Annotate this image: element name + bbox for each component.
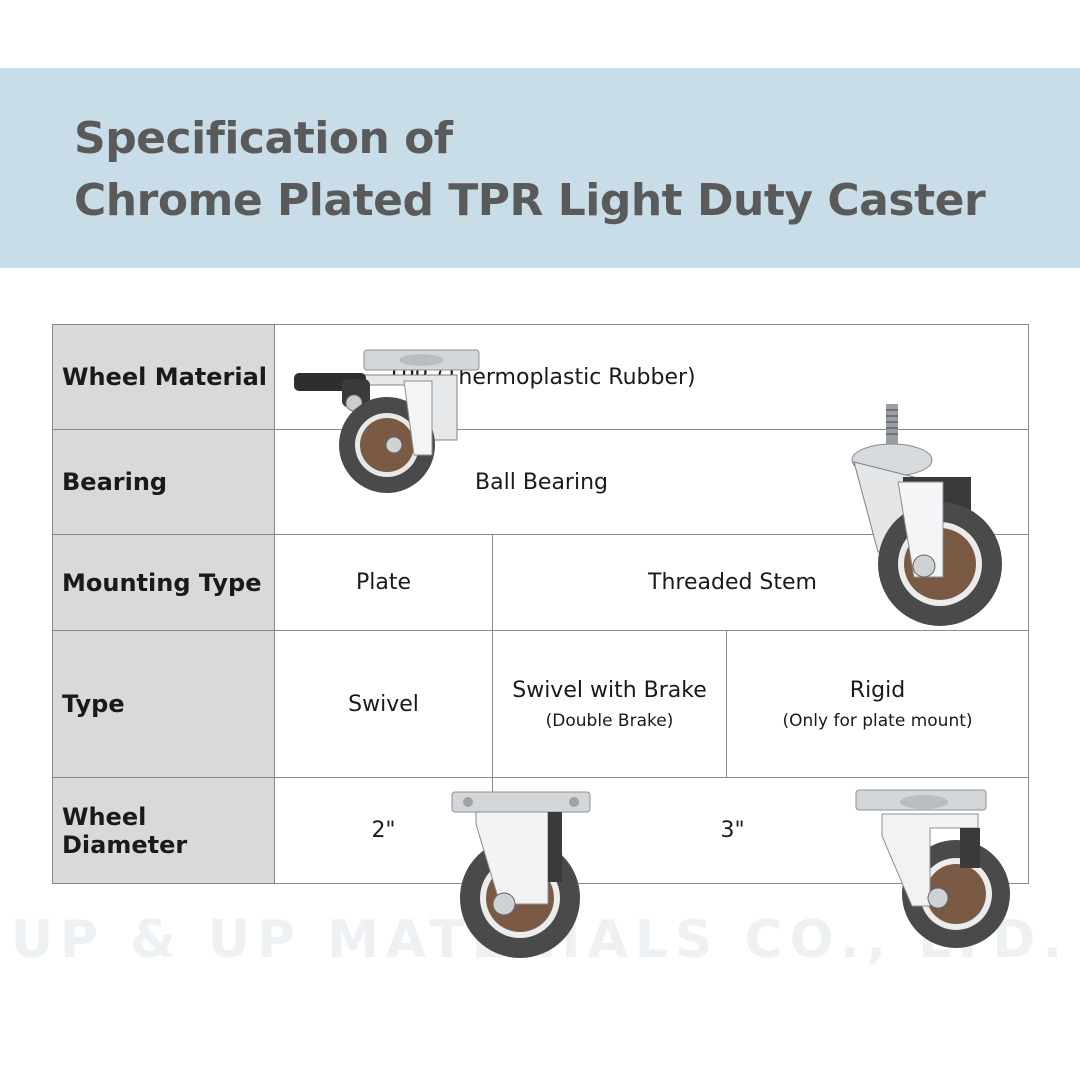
title-banner <box>0 68 1080 268</box>
threaded-stem-caster-image <box>851 404 1002 626</box>
type-swivel-brake-note: (Double Brake) <box>545 710 674 731</box>
row-label-wheel-diameter: Wheel Diameter <box>52 777 275 884</box>
rigid-caster-image <box>451 791 591 958</box>
swivel-brake-caster-image <box>294 349 480 493</box>
type-rigid-note: (Only for plate mount) <box>782 710 973 731</box>
type-rigid-cell: Rigid (Only for plate mount) <box>725 630 1030 778</box>
page-title: Specification of Chrome Plated TPR Light… <box>74 108 986 232</box>
row-label-wheel-material: Wheel Material <box>52 324 275 430</box>
row-label-mounting-type: Mounting Type <box>52 534 275 631</box>
page-title-line1: Specification of <box>74 113 453 164</box>
row-label-bearing: Bearing <box>52 429 275 535</box>
type-swivel-brake-cell: Swivel with Brake (Double Brake) <box>492 630 727 778</box>
page-title-line2: Chrome Plated TPR Light Duty Caster <box>74 175 986 226</box>
type-swivel-value: Swivel <box>274 630 493 778</box>
row-label-type: Type <box>52 630 275 778</box>
table-row-type: Type Swivel Swivel with Brake (Double Br… <box>52 630 1030 778</box>
type-swivel-brake-value: Swivel with Brake <box>512 677 707 703</box>
type-rigid-value: Rigid <box>849 677 906 703</box>
swivel-caster-image <box>855 789 1010 948</box>
mounting-plate-value: Plate <box>274 534 493 631</box>
